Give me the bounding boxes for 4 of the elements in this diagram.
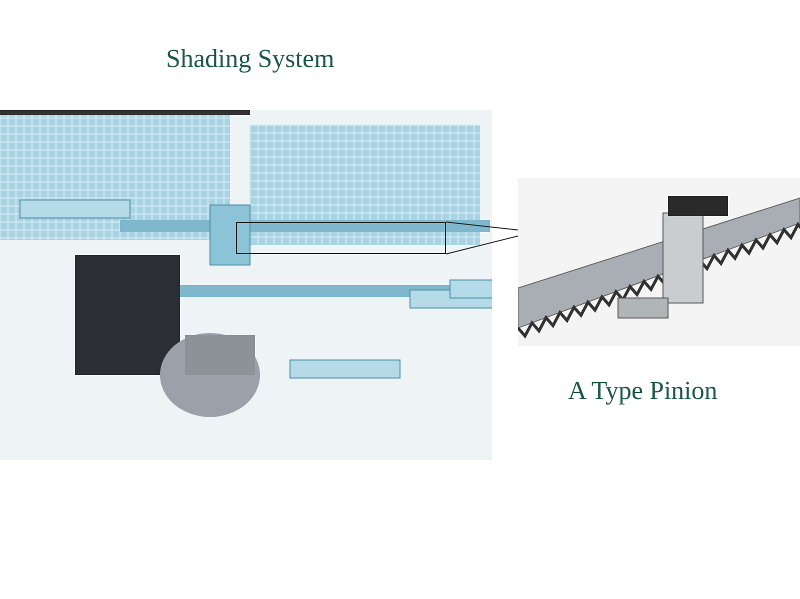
callout-frame xyxy=(236,222,446,254)
part-caption: A Type Pinion xyxy=(568,376,718,406)
diagram-title: Shading System xyxy=(166,44,334,74)
callout-line xyxy=(446,222,518,254)
